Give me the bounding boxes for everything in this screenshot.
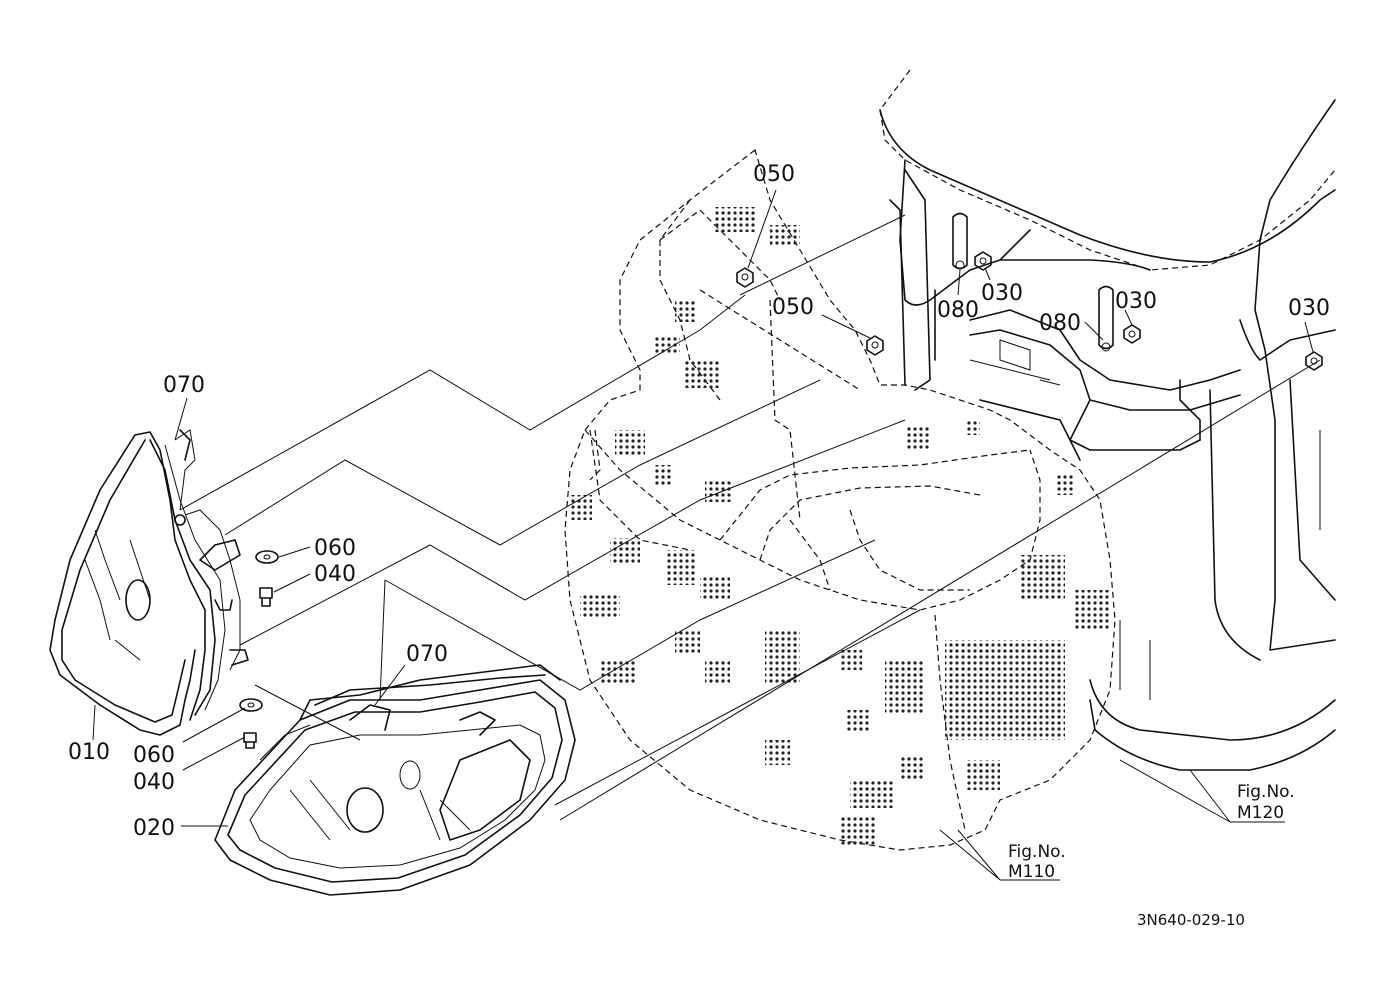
callout-080-b: 080 — [1039, 311, 1081, 336]
nut-050-b — [866, 335, 884, 356]
callout-030-c: 030 — [1288, 296, 1330, 321]
callout-040-lower: 040 — [133, 770, 175, 795]
hood-outline — [879, 69, 1336, 306]
fig-ref-m120-label: Fig.No. — [1237, 782, 1295, 802]
fasteners — [239, 212, 1323, 749]
callout-060-lower: 060 — [133, 743, 175, 768]
callout-040-upper: 040 — [314, 562, 356, 587]
headlight-020 — [214, 664, 576, 896]
callout-070-lower: 070 — [406, 642, 448, 667]
spacer-080-a — [952, 212, 968, 270]
nut-050-a — [736, 267, 754, 288]
nut-030-a — [974, 251, 992, 271]
headlight-010 — [49, 429, 249, 736]
callout-070-upper: 070 — [163, 373, 205, 398]
nut-030-b — [1123, 324, 1141, 344]
bolt-040-b — [243, 732, 257, 749]
callout-020: 020 — [133, 816, 175, 841]
callout-leaders — [92, 189, 1314, 881]
spacer-080-b — [1098, 285, 1114, 352]
rear-body-panel — [1089, 239, 1336, 771]
washer-060-a — [255, 550, 279, 564]
callout-030-a: 030 — [981, 281, 1023, 306]
fig-ref-m110-code: M110 — [1008, 862, 1055, 882]
fig-ref-m120-code: M120 — [1237, 803, 1284, 823]
part-callouts: 050 050 030 030 030 080 080 070 070 060 … — [68, 162, 1330, 841]
washer-060-b — [239, 698, 263, 712]
fig-ref-m110-label: Fig.No. — [1008, 842, 1066, 862]
bolt-040-a — [259, 587, 273, 607]
front-grille — [564, 148, 1116, 851]
assembly-lines — [179, 214, 1321, 821]
callout-010: 010 — [68, 740, 110, 765]
callout-030-b: 030 — [1115, 289, 1157, 314]
callout-050-top: 050 — [753, 162, 795, 187]
mounting-frame — [889, 169, 1241, 461]
callout-080-a: 080 — [937, 298, 979, 323]
drawing-code: 3N640-029-10 — [1137, 911, 1245, 929]
callout-060-upper: 060 — [314, 536, 356, 561]
nut-030-c — [1305, 351, 1323, 371]
grille-perforation — [570, 207, 1110, 845]
callout-050-mid: 050 — [772, 295, 814, 320]
figure-references: Fig.No. M110 Fig.No. M120 — [1008, 782, 1295, 882]
